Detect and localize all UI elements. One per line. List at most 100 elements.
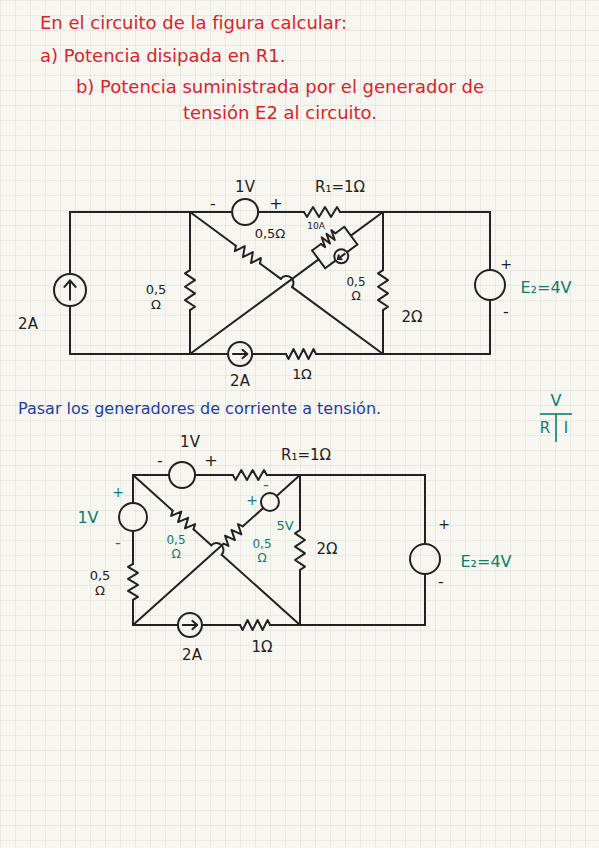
wire xyxy=(316,353,490,355)
wire xyxy=(222,555,300,625)
wire xyxy=(189,212,191,270)
wire xyxy=(190,212,236,246)
voltage-source xyxy=(119,503,147,531)
resistor-symbol xyxy=(304,207,340,217)
wire xyxy=(132,475,134,503)
wire xyxy=(382,212,384,270)
wire xyxy=(424,574,426,625)
resistor-symbol xyxy=(235,246,261,264)
wire xyxy=(260,263,281,278)
resistor-value: R₁=1Ω xyxy=(315,179,365,196)
wire xyxy=(299,570,301,625)
source-value: 2A xyxy=(230,373,250,390)
wire xyxy=(267,474,425,476)
resistor-value: 0,5 Ω xyxy=(343,276,369,304)
polarity: - xyxy=(503,303,509,321)
resistor-value: 2Ω xyxy=(401,309,422,326)
source-value: 1V xyxy=(235,179,255,196)
question: b) Potencia suministrada por el generado… xyxy=(40,74,520,126)
polarity: - xyxy=(157,452,163,470)
wire xyxy=(335,227,344,234)
current-source xyxy=(334,249,348,263)
resistor-symbol xyxy=(378,270,388,310)
wire xyxy=(202,624,240,626)
resistor-value: 0,5 Ω xyxy=(163,534,189,562)
arrow-head xyxy=(64,281,75,287)
polarity: + xyxy=(438,516,450,532)
wire xyxy=(194,529,212,545)
wire xyxy=(69,281,71,300)
polarity: - xyxy=(115,534,121,552)
resistor-value: 0,5Ω xyxy=(255,227,286,242)
resistor-symbol xyxy=(171,511,195,530)
resistor-symbol xyxy=(240,620,270,630)
wire xyxy=(325,261,335,268)
resistor-symbol xyxy=(321,230,335,247)
wire xyxy=(382,310,384,354)
polarity: - xyxy=(438,573,444,591)
wire xyxy=(348,245,358,252)
resistor-symbol xyxy=(286,349,316,359)
source-value: 10A xyxy=(307,221,325,231)
formula: V xyxy=(551,392,562,410)
voltage-source xyxy=(410,544,440,574)
wire xyxy=(489,212,491,270)
wire xyxy=(489,300,491,354)
resistor-value: 0,5 Ω xyxy=(249,538,275,566)
source-value: 1V xyxy=(77,509,98,527)
wire xyxy=(340,211,490,213)
wire xyxy=(133,475,173,511)
wire xyxy=(312,244,321,251)
resistor-value: 1Ω xyxy=(292,366,312,382)
wire xyxy=(70,353,228,355)
wire xyxy=(189,310,191,354)
heading: En el circuito de la figura calcular: xyxy=(40,12,347,33)
wire xyxy=(252,353,286,355)
current-source xyxy=(178,613,202,637)
wire xyxy=(133,624,178,626)
resistor-symbol xyxy=(128,564,138,600)
formula: I xyxy=(564,420,568,437)
resistor-symbol xyxy=(233,470,267,480)
resistor-value: 1Ω xyxy=(251,639,272,656)
resistor-symbol xyxy=(224,524,243,546)
polarity: + xyxy=(269,195,282,213)
wire xyxy=(70,211,232,213)
source-value: 1V xyxy=(180,434,200,451)
resistor-value: 2Ω xyxy=(316,541,337,558)
polarity: - xyxy=(210,195,216,213)
current-source xyxy=(228,342,252,366)
voltage-source xyxy=(475,270,505,300)
resistor-value: R₁=1Ω xyxy=(281,447,331,464)
formula-lines xyxy=(540,414,572,442)
wire xyxy=(69,306,71,354)
wire xyxy=(338,254,345,259)
source-value: 2A xyxy=(18,316,38,333)
resistor-symbol xyxy=(295,530,305,570)
wire xyxy=(312,250,325,268)
resistor-value: 0,5 Ω xyxy=(143,283,169,313)
wire xyxy=(424,475,426,544)
polarity: + xyxy=(112,484,124,500)
voltage-source xyxy=(169,462,195,488)
wire xyxy=(243,508,263,526)
wire xyxy=(132,531,134,564)
source-value: 2A xyxy=(182,647,202,664)
polarity: + xyxy=(204,452,217,470)
source-value: E₂=4V xyxy=(460,553,511,571)
wire xyxy=(351,212,383,236)
question: a) Potencia disipada en R1. xyxy=(40,46,286,67)
wire xyxy=(195,474,233,476)
wire xyxy=(299,475,301,530)
polarity: + xyxy=(246,492,258,508)
wire xyxy=(69,212,71,274)
source-value: 5V xyxy=(276,519,293,534)
wire xyxy=(277,475,300,496)
wire xyxy=(292,287,383,354)
note: Pasar los generadores de corriente a ten… xyxy=(18,400,381,418)
polarity: - xyxy=(263,476,269,494)
wire xyxy=(133,474,169,476)
arrow-head xyxy=(192,621,197,629)
voltage-source xyxy=(232,199,258,225)
